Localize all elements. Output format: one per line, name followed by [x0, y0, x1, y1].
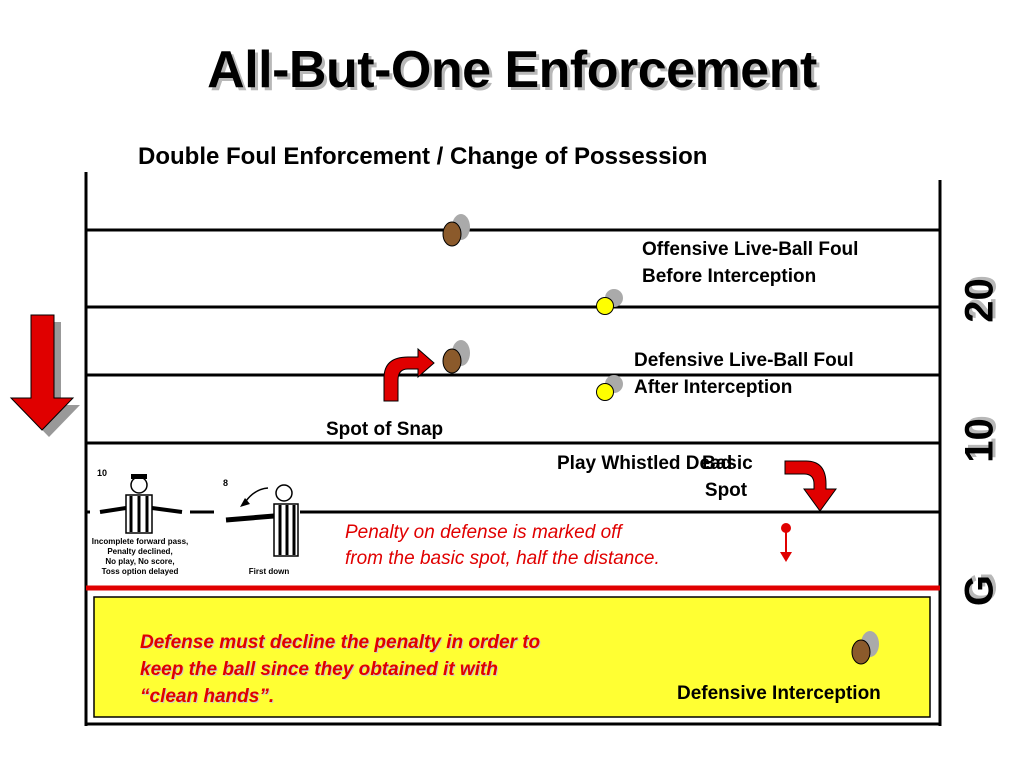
enforcement-marker-icon	[780, 523, 792, 562]
curved-red-arrow-icon	[784, 460, 837, 512]
football-icon	[442, 348, 462, 374]
signal-caption-line: Toss option delayed	[101, 567, 179, 576]
signal-caption-line: Penalty declined,	[107, 547, 173, 556]
play-whistled-dead-label: Play Whistled Dead	[557, 453, 733, 474]
signal-caption-line: No play, No score,	[105, 557, 175, 566]
penalty-note: Penalty on defense is marked off from th…	[345, 520, 660, 572]
penalty-note-line2: from the basic spot, half the distance.	[345, 548, 660, 569]
end-zone	[93, 596, 931, 718]
decline-note-line2: keep the ball since they obtained it wit…	[140, 659, 498, 680]
defensive-interception-label: Defensive Interception	[677, 683, 881, 704]
spot-of-snap-label: Spot of Snap	[326, 419, 444, 440]
defensive-foul-label: Defensive Live-Ball Foul After Intercept…	[634, 347, 854, 401]
offensive-foul-line1: Offensive Live-Ball Foul	[642, 239, 859, 260]
yard-marker-20: 20	[957, 278, 1002, 323]
yellow-flag-icon	[596, 383, 614, 401]
page-subtitle: Double Foul Enforcement / Change of Poss…	[138, 143, 708, 170]
decline-note-line1: Defense must decline the penalty in orde…	[140, 632, 541, 653]
offensive-foul-line2: Before Interception	[642, 266, 817, 287]
signal-caption: Incomplete forward pass, Penalty decline…	[88, 537, 192, 577]
yellow-flag-icon	[596, 297, 614, 315]
defensive-foul-line2: After Interception	[634, 377, 793, 398]
referee-figure-icon	[90, 474, 190, 534]
signal-caption: First down	[236, 567, 302, 577]
curved-red-arrow-icon	[383, 347, 435, 402]
signal-number: 10	[97, 468, 108, 478]
referee-figure-icon	[214, 484, 300, 557]
decline-note: Defense must decline the penalty in orde…	[140, 629, 540, 710]
signal-caption-line: Incomplete forward pass,	[91, 537, 189, 546]
signal-caption-line: First down	[248, 567, 290, 576]
yard-marker-10: 10	[957, 418, 1002, 463]
basic-spot-line2: Spot	[704, 480, 748, 501]
penalty-note-line1: Penalty on defense is marked off	[345, 522, 622, 543]
basic-spot-label: Basic Spot	[702, 450, 753, 504]
basic-spot-line1: Basic	[702, 453, 753, 474]
football-icon	[851, 639, 871, 665]
yard-marker-goal: G	[957, 574, 1002, 607]
signal-number: 8	[223, 478, 229, 488]
page-title: All-But-One Enforcement	[207, 41, 817, 99]
defensive-foul-line1: Defensive Live-Ball Foul	[634, 350, 854, 371]
decline-note-line3: “clean hands”.	[140, 686, 275, 707]
big-red-down-arrow-icon	[9, 314, 80, 437]
football-icon	[442, 221, 462, 247]
offensive-foul-label: Offensive Live-Ball Foul Before Intercep…	[642, 236, 858, 290]
